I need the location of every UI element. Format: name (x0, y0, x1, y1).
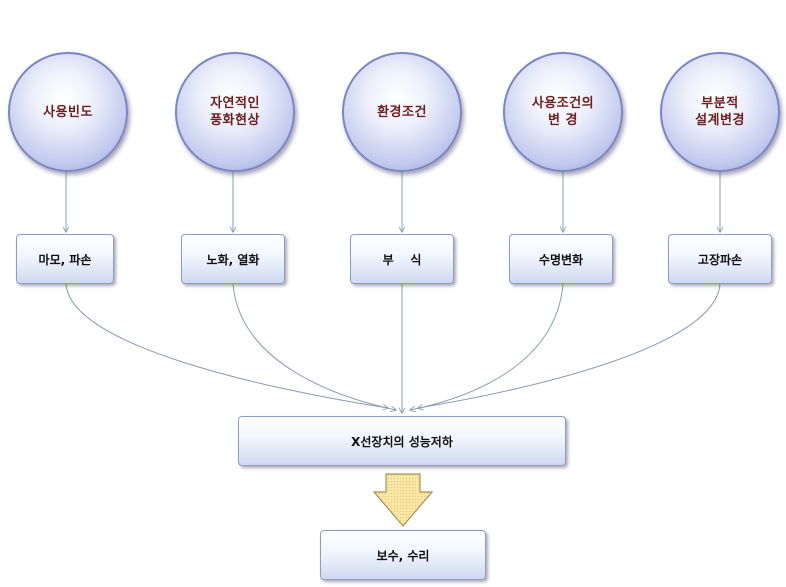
effect-box-wear: 마모, 파손 (16, 234, 114, 284)
cause-circle-environment: 환경조건 (342, 52, 462, 172)
effect-label: 고장파손 (697, 252, 743, 267)
result-box-performance-degradation: X선장치의 성능저하 (238, 416, 566, 466)
converge-curve-5 (418, 283, 721, 408)
cause-label: 환경조건 (377, 104, 427, 120)
effect-label: 노화, 열화 (206, 252, 260, 267)
cause-label: 사용조건의 변 경 (531, 96, 595, 128)
result-label: X선장치의 성능저하 (351, 434, 453, 449)
cause-label: 사용빈도 (43, 104, 93, 120)
final-label: 보수, 수리 (376, 548, 430, 563)
cause-circle-usage-change: 사용조건의 변 경 (503, 52, 623, 172)
effect-label: 마모, 파손 (38, 252, 92, 267)
cause-circle-usage-frequency: 사용빈도 (8, 52, 128, 172)
converge-curve-4 (410, 283, 564, 410)
down-block-arrow (372, 473, 434, 527)
final-box-repair: 보수, 수리 (320, 530, 486, 580)
effect-label: 수명변화 (538, 252, 584, 267)
effect-box-failure: 고장파손 (668, 234, 772, 284)
cause-circle-design-change: 부분적 설계변경 (660, 52, 780, 172)
effect-box-lifespan: 수명변화 (509, 234, 613, 284)
cause-circle-weathering: 자연적인 풍화현상 (175, 52, 295, 172)
converge-curve-2 (232, 283, 396, 410)
effect-box-corrosion: 부 식 (350, 234, 454, 284)
cause-label: 부분적 설계변경 (695, 96, 745, 128)
effect-box-aging: 노화, 열화 (181, 234, 285, 284)
effect-label: 부 식 (382, 252, 422, 267)
converge-curve-1 (65, 283, 388, 408)
cause-label: 자연적인 풍화현상 (210, 96, 260, 128)
